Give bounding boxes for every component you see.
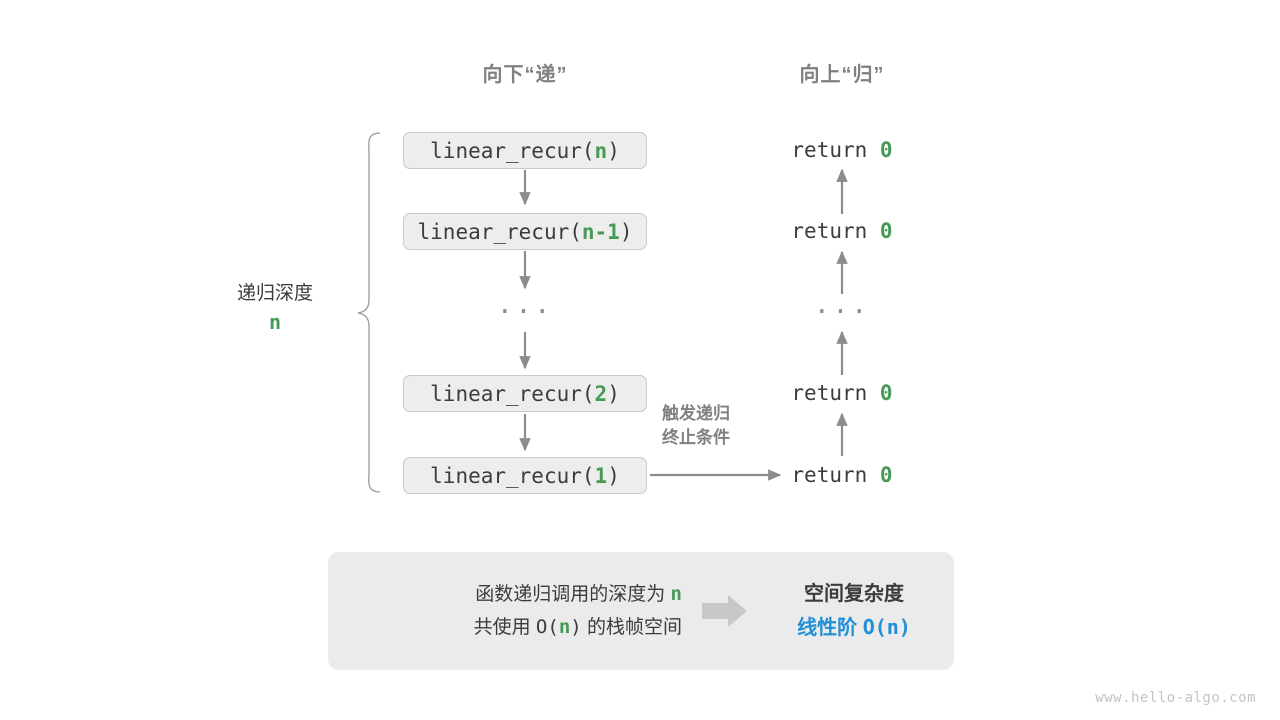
return-keyword: return bbox=[791, 381, 880, 405]
depth-brace bbox=[357, 132, 381, 493]
return-keyword: return bbox=[791, 463, 880, 487]
return-value: 0 bbox=[879, 138, 893, 162]
summary-complexity: 线性阶 O(n) bbox=[762, 611, 946, 645]
ellipsis-descend: ··· bbox=[497, 297, 553, 327]
return-keyword: return bbox=[791, 138, 880, 162]
call-arg: n bbox=[594, 138, 608, 163]
termination-condition-note: 触发递归 终止条件 bbox=[662, 402, 730, 450]
call-box-1[interactable]: linear_recur(1) bbox=[403, 457, 647, 494]
return-label-n-minus-1: return 0 bbox=[791, 219, 892, 243]
call-arg: 2 bbox=[594, 381, 608, 406]
call-arg: 1 bbox=[594, 463, 608, 488]
summary-conclusion: 空间复杂度 线性阶 O(n) bbox=[762, 578, 954, 645]
call-fn-name: linear_recur( bbox=[430, 381, 595, 406]
summary-line-1: 函数递归调用的深度为 n bbox=[328, 578, 682, 611]
call-paren-close: ) bbox=[607, 463, 620, 488]
complexity-label: 线性阶 bbox=[797, 616, 863, 639]
recursion-depth-value: n bbox=[268, 310, 282, 334]
summary-line2-prefix: 共使用 bbox=[473, 617, 536, 638]
return-value: 0 bbox=[879, 463, 893, 487]
termination-note-line2: 终止条件 bbox=[662, 428, 730, 447]
call-fn-name: linear_recur( bbox=[430, 463, 595, 488]
call-box-n[interactable]: linear_recur(n) bbox=[403, 132, 647, 169]
watermark: www.hello-algo.com bbox=[1095, 690, 1256, 706]
summary-line1-var: n bbox=[670, 583, 682, 605]
return-keyword: return bbox=[791, 219, 880, 243]
recursion-depth-annotation: 递归深度 n bbox=[237, 281, 313, 337]
column-header-ascend: 向上“归” bbox=[799, 64, 885, 86]
call-paren-close: ) bbox=[607, 381, 620, 406]
summary-line2-suffix: 的栈帧空间 bbox=[581, 617, 682, 638]
call-box-2[interactable]: linear_recur(2) bbox=[403, 375, 647, 412]
block-arrow-right-icon bbox=[688, 594, 762, 628]
recursion-depth-label: 递归深度 bbox=[236, 283, 314, 304]
complexity-value: O(n) bbox=[862, 614, 911, 639]
return-label-1: return 0 bbox=[791, 463, 892, 487]
summary-title: 空间复杂度 bbox=[804, 582, 904, 605]
termination-note-line1: 触发递归 bbox=[662, 404, 730, 423]
summary-line2-bigo-close: ) bbox=[570, 616, 582, 638]
return-value: 0 bbox=[879, 381, 893, 405]
ellipsis-ascend: ··· bbox=[814, 297, 870, 327]
call-fn-name: linear_recur( bbox=[430, 138, 595, 163]
call-paren-close: ) bbox=[607, 138, 620, 163]
return-value: 0 bbox=[879, 219, 893, 243]
summary-line1-prefix: 函数递归调用的深度为 bbox=[475, 584, 671, 605]
column-header-descend: 向下“递” bbox=[482, 64, 568, 86]
return-label-n: return 0 bbox=[791, 138, 892, 162]
call-arg: n-1 bbox=[581, 219, 620, 244]
summary-line2-var: n bbox=[558, 616, 571, 638]
call-box-n-minus-1[interactable]: linear_recur(n-1) bbox=[403, 213, 647, 250]
summary-line-2: 共使用 O(n) 的栈帧空间 bbox=[328, 611, 682, 644]
call-fn-name: linear_recur( bbox=[417, 219, 582, 244]
summary-line2-bigo-open: O( bbox=[535, 616, 559, 638]
return-label-2: return 0 bbox=[791, 381, 892, 405]
summary-panel: 函数递归调用的深度为 n 共使用 O(n) 的栈帧空间 空间复杂度 线性阶 O(… bbox=[328, 552, 954, 670]
summary-description: 函数递归调用的深度为 n 共使用 O(n) 的栈帧空间 bbox=[328, 578, 688, 644]
call-paren-close: ) bbox=[619, 219, 633, 244]
